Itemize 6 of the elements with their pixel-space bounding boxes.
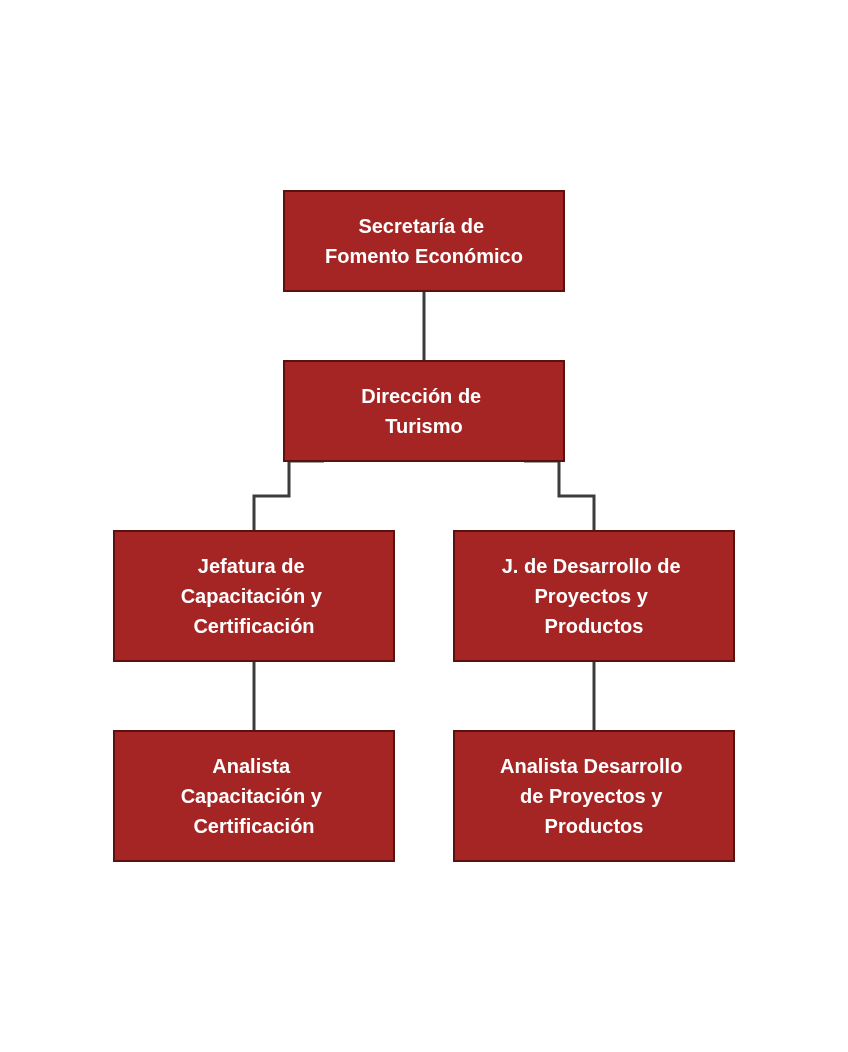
node-box: Secretaría de Fomento Económico [283, 190, 565, 292]
node-box: Analista Desarrollo de Proyectos y Productos [453, 730, 735, 862]
node-box: Analista Capacitación y Certificación [113, 730, 395, 862]
node-box: J. de Desarrollo de Proyectos y Productos [453, 530, 735, 662]
node-box: Dirección de Turismo [283, 360, 565, 462]
node-box: Jefatura de Capacitación y Certificación [113, 530, 395, 662]
